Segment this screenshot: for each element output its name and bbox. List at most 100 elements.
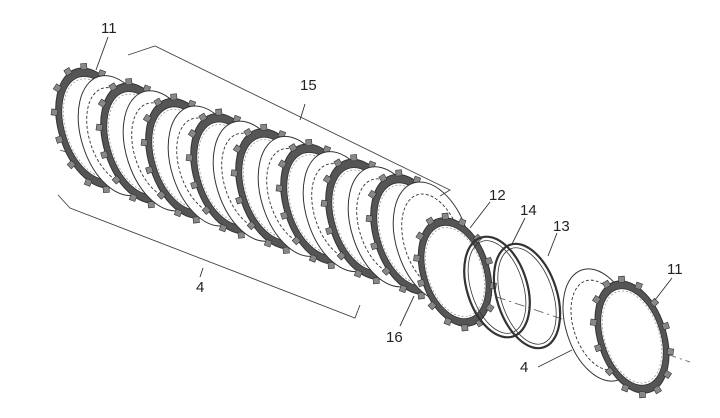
bracket-15 [127, 45, 451, 197]
friction-disc-2-lug [147, 201, 155, 209]
disc-12-lug [427, 300, 437, 311]
disc-12-lug [484, 256, 493, 266]
disc-11-right-lug [621, 383, 630, 393]
leader-12 [469, 201, 491, 229]
disc-11-right-lug [649, 297, 660, 308]
friction-disc-2-lug [95, 123, 104, 132]
bracket-4-tick [199, 267, 204, 278]
friction-disc-2-lug [125, 78, 133, 86]
disc-12-lug [485, 303, 495, 313]
friction-disc-7-lug [336, 251, 347, 261]
friction-disc-4-lug [201, 205, 212, 215]
friction-disc-6-lug [288, 143, 298, 153]
disc-11-right-lug [652, 385, 662, 395]
ring-13-inner [497, 247, 557, 345]
callout-13: 13 [553, 218, 570, 235]
friction-disc-8-lug [417, 292, 425, 300]
leader-16 [399, 295, 415, 327]
ring-13 [492, 242, 562, 350]
friction-disc-3-lug [142, 113, 152, 123]
friction-disc-6-lug [291, 235, 302, 246]
friction-disc-6-lug [280, 211, 289, 220]
bracket-15-tick [299, 103, 306, 121]
friction-disc-8-lug [395, 169, 403, 177]
friction-disc-1-lug [50, 108, 59, 116]
friction-disc-7-lug [353, 269, 363, 278]
leader-4-right [537, 349, 573, 368]
friction-disc-5-lug [232, 144, 242, 154]
friction-disc-5-lug [235, 196, 244, 205]
ring-14-outer [463, 235, 531, 339]
disc-11-right-lug [594, 343, 603, 353]
friction-disc-1-lug [55, 135, 64, 144]
disc-11-right-lug [618, 275, 626, 283]
friction-disc-5-lug [243, 127, 253, 138]
callout-15: 15 [300, 77, 317, 94]
friction-disc-4-lug [218, 223, 228, 233]
friction-disc-8-lug [367, 189, 377, 199]
disc-11-right-lug [638, 391, 646, 399]
leader-13 [547, 232, 558, 257]
friction-disc-7-lug [333, 158, 343, 168]
friction-disc-8-lug [381, 266, 392, 276]
callout-12: 12 [489, 187, 506, 204]
friction-disc-3-lug [156, 190, 167, 200]
friction-disc-8-lug [378, 173, 388, 183]
callout-4-left: 4 [196, 279, 204, 296]
friction-disc-6-lug [275, 184, 284, 192]
friction-disc-2-lug [111, 175, 122, 185]
friction-disc-5-lug [282, 246, 290, 254]
friction-disc-1-lug [63, 67, 73, 77]
friction-disc-4-lug [215, 108, 223, 116]
disc-12-lug [417, 278, 426, 288]
disc-11-right-lug [602, 279, 612, 289]
friction-disc-7-lug [325, 226, 334, 235]
friction-disc-1-lug [102, 185, 110, 194]
friction-disc-2-lug [108, 82, 118, 92]
leader-14 [511, 217, 526, 245]
disc-12-lug [413, 254, 421, 262]
friction-disc-6-lug [308, 254, 318, 263]
friction-disc-1-lug [52, 83, 62, 93]
friction-disc-5-lug [263, 238, 273, 248]
friction-disc-6-lug [327, 261, 335, 270]
friction-disc-1-lug [83, 178, 93, 187]
disc-12 [413, 212, 497, 332]
disc-11-right-lug [634, 281, 643, 291]
disc-stack [50, 62, 675, 399]
friction-disc-4-lug [185, 154, 194, 162]
friction-disc-8-lug [370, 241, 379, 251]
disc-11-right-lug [589, 318, 598, 327]
friction-disc-3-lug [192, 216, 200, 224]
friction-disc-4-lug [190, 181, 199, 190]
disc-11-right-lug [666, 347, 675, 356]
disc-12-bore [423, 224, 487, 320]
disc-12-lug [457, 218, 467, 227]
friction-disc-3-lug [170, 93, 178, 101]
disc-12-lug [461, 324, 469, 332]
friction-disc-7-lug [372, 277, 380, 285]
disc-11-right [589, 275, 675, 399]
leader-11-top [95, 36, 109, 71]
friction-disc-2-lug [128, 193, 138, 202]
callout-4-right: 4 [520, 359, 528, 376]
friction-disc-3-lug [145, 165, 154, 175]
disc-11-right-bore [600, 288, 664, 386]
friction-disc-2-lug [97, 98, 107, 108]
disc-12-lug [443, 317, 453, 326]
disc-11-right-lug [662, 369, 672, 379]
disc-12-inner-teeth [425, 227, 485, 317]
leader-11-right [654, 277, 673, 301]
friction-disc-6-lug [277, 159, 287, 169]
disc-12-lug [415, 231, 425, 241]
friction-disc-7-lug [322, 174, 332, 184]
friction-disc-7-lug [320, 199, 329, 208]
bracket-4 [57, 194, 361, 319]
friction-disc-1-lug [80, 62, 88, 71]
callout-14: 14 [520, 202, 537, 219]
friction-disc-5-lug [246, 220, 257, 231]
friction-disc-5-lug [230, 169, 239, 177]
friction-disc-5-lug [260, 123, 268, 131]
friction-disc-1-lug [66, 159, 77, 170]
